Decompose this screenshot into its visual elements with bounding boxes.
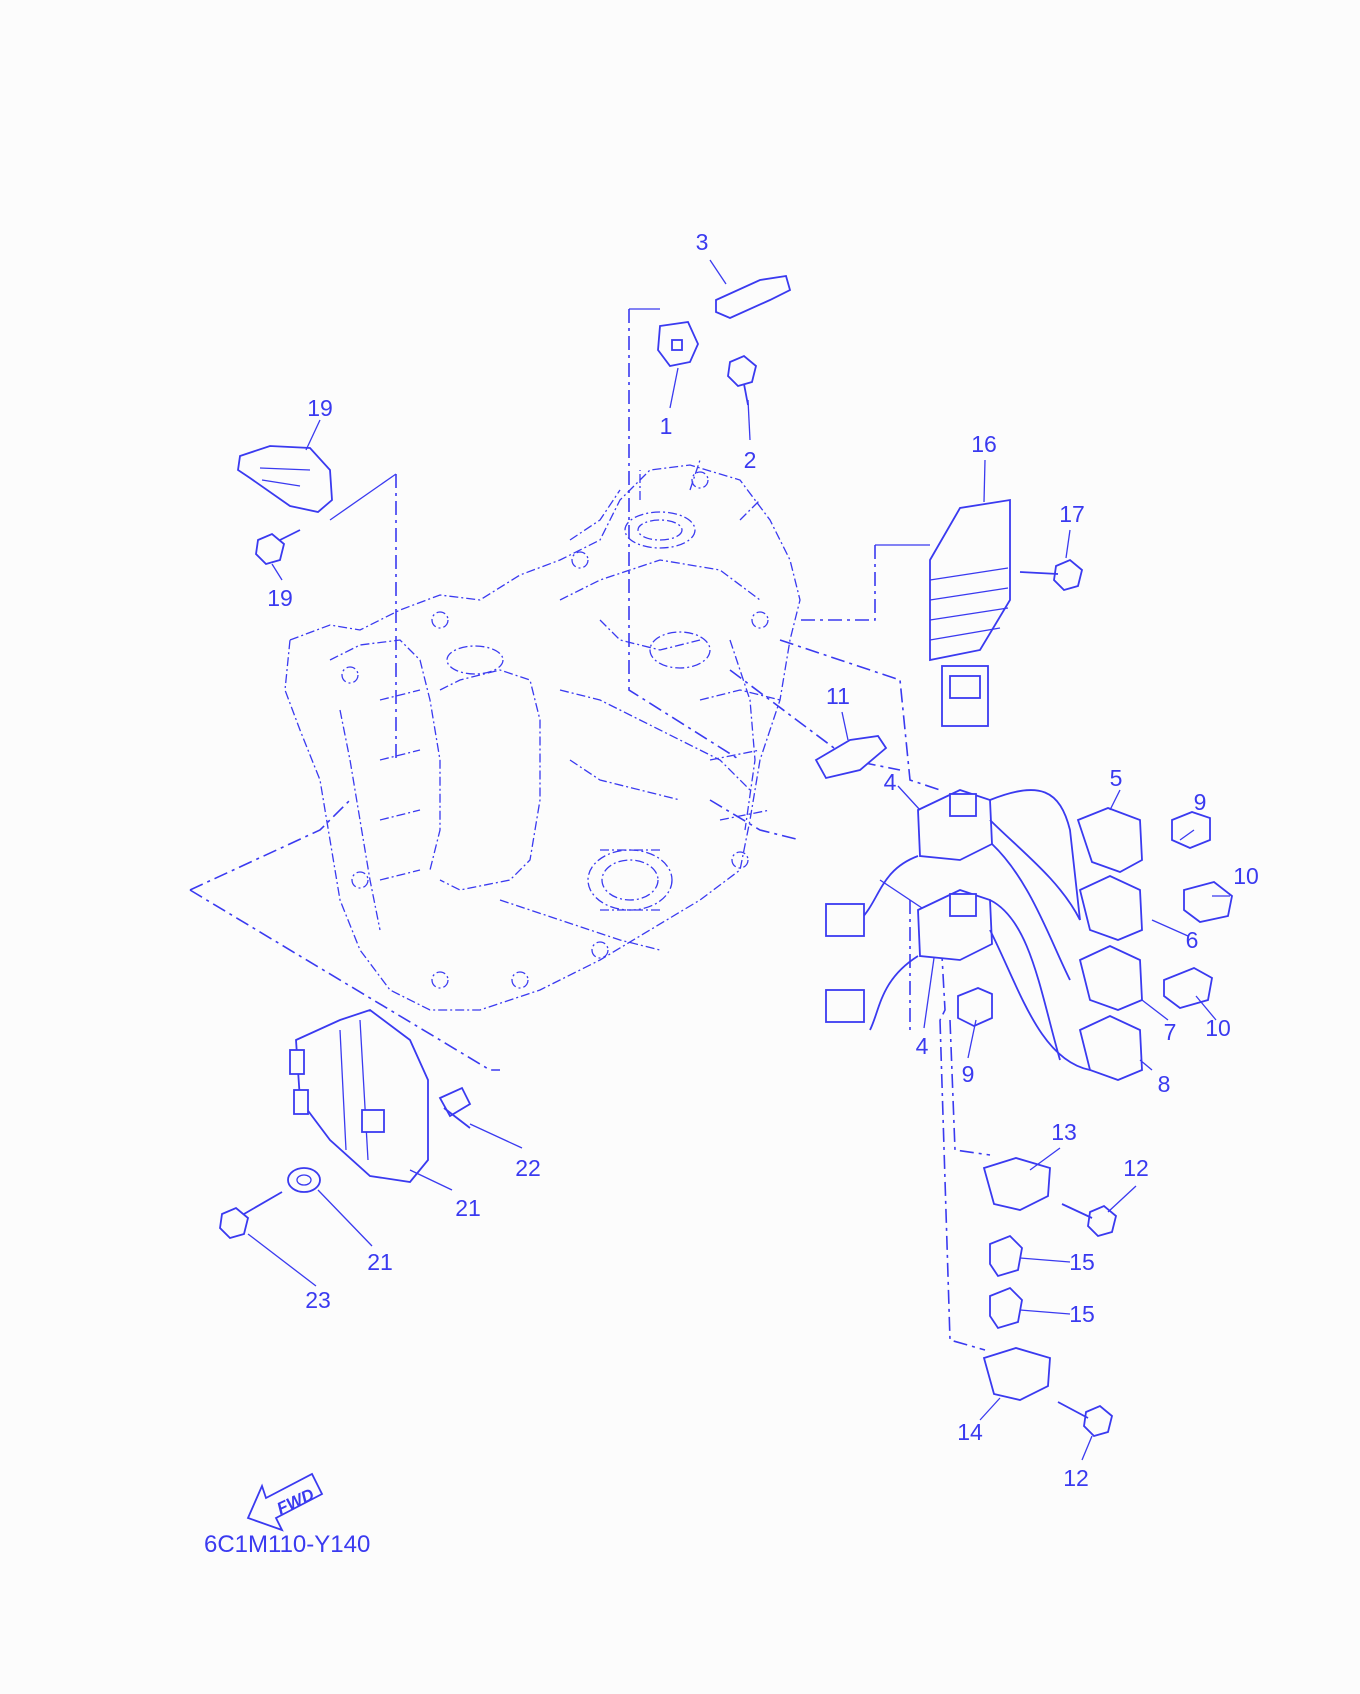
callout-leaders [247, 259, 1230, 1461]
callout-15-upper: 15 [1069, 1249, 1095, 1275]
callout-9-lower: 9 [962, 1061, 975, 1087]
callout-13: 13 [1051, 1119, 1077, 1145]
callout-12-lower: 12 [1063, 1465, 1089, 1491]
part-2-bolt [727, 354, 758, 406]
callout-7: 7 [1164, 1019, 1177, 1045]
callout-14: 14 [957, 1419, 983, 1445]
part-18-cover [237, 445, 333, 513]
part-10-grommet-lower [1163, 967, 1214, 1009]
part-21-grommet [287, 1167, 321, 1193]
part-23-bolt [219, 1191, 283, 1240]
callout-17: 17 [1059, 501, 1085, 527]
fwd-arrow: FWD [246, 1472, 324, 1532]
callout-16: 16 [971, 431, 997, 457]
callout-21: 21 [367, 1249, 393, 1275]
callout-10-upper: 10 [1233, 863, 1259, 889]
part-17-bolt [1019, 558, 1084, 592]
part-1-bracket [657, 321, 699, 367]
callout-5: 5 [1110, 765, 1123, 791]
part-3-clip [715, 274, 792, 319]
part-10-grommet-upper [1183, 881, 1233, 923]
part-12-bolt-lower [1057, 1401, 1114, 1438]
callout-3: 3 [696, 229, 709, 255]
callout-20: 21 [455, 1195, 481, 1221]
part-6-plug-cap [1078, 875, 1143, 941]
callout-22: 22 [515, 1155, 541, 1181]
part-13-bracket [982, 1157, 1051, 1211]
callout-2: 2 [744, 447, 757, 473]
callout-6: 6 [1186, 927, 1199, 953]
callout-18: 19 [307, 395, 333, 421]
callout-4-upper: 4 [884, 769, 897, 795]
part-4-ignition-coil-lower [917, 889, 993, 961]
part-16-rectifier-regulator [929, 498, 1011, 727]
part-4-ignition-coil-upper [917, 789, 993, 861]
callout-9-upper: 9 [1194, 789, 1207, 815]
part-9-connector-upper [1171, 811, 1211, 849]
engine-block [284, 459, 801, 1011]
part-22-collar [438, 1086, 472, 1129]
callout-12-upper: 12 [1123, 1155, 1149, 1181]
part-11-clamp [814, 735, 888, 780]
part-8-plug-cap [1078, 1015, 1143, 1081]
callout-19: 19 [267, 585, 293, 611]
wiring-harness [825, 789, 1091, 1071]
callout-10-lower: 10 [1205, 1015, 1231, 1041]
part-15-clip-upper [989, 1234, 1023, 1278]
part-5-plug-cap [1076, 807, 1143, 873]
callout-8: 8 [1158, 1071, 1171, 1097]
callout-23: 23 [305, 1287, 331, 1313]
callout-15-lower: 15 [1069, 1301, 1095, 1327]
part-9-connector-lower [957, 987, 993, 1027]
part-14-bracket [982, 1347, 1051, 1401]
part-20-cdi-unit [289, 1008, 429, 1183]
callout-4-lower: 4 [916, 1033, 929, 1059]
drawing-code: 6C1M110-Y140 [204, 1531, 370, 1558]
callout-labels: 3 1 2 19 19 16 17 11 4 4 5 9 10 6 7 10 8… [267, 229, 1259, 1491]
part-19-bolt [255, 529, 301, 566]
part-7-plug-cap [1078, 945, 1143, 1011]
callout-11: 11 [826, 683, 850, 709]
part-15-clip-lower [989, 1286, 1023, 1330]
callout-1: 1 [660, 413, 673, 439]
part-12-bolt-upper [1061, 1203, 1118, 1238]
